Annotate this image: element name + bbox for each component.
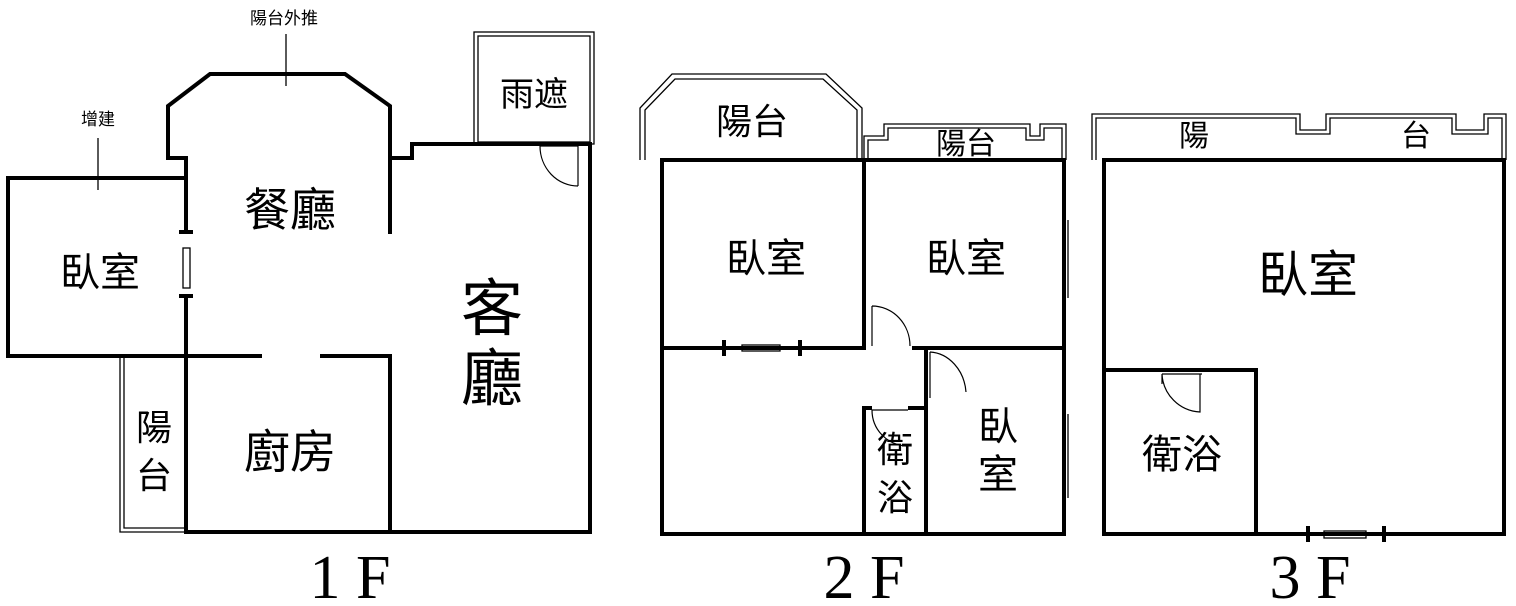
label-bedroom-2f-a: 臥室 [726, 236, 806, 282]
door-2f-bathroom [871, 409, 908, 447]
window-1f [182, 247, 191, 289]
label-bedroom-3f: 臥室 [1258, 246, 1358, 304]
floor-2-label: 2 F [824, 544, 905, 606]
bedroom-1f-wall [6, 176, 188, 358]
balcony-1f-outline [119, 358, 186, 533]
label-balcony-3f-2: 台 [1401, 119, 1431, 154]
balcony-2f-left-inner [644, 78, 858, 160]
label-rain-shelter: 雨遮 [500, 75, 568, 115]
label-living-room-2: 廳 [461, 342, 523, 415]
label-bedroom-2f-b: 臥室 [926, 236, 1006, 282]
balcony-3f-inner [1095, 117, 1503, 160]
label-dining-room: 餐廳 [244, 183, 336, 237]
balcony-2f-left-outline [639, 73, 863, 160]
door-3f-bathroom [1161, 373, 1202, 413]
door-2f-bedroom-c [929, 351, 967, 398]
label-bathroom-2f-2: 浴 [877, 478, 913, 519]
label-kitchen: 廚房 [244, 425, 336, 479]
label-bathroom-2f-1: 衛 [877, 430, 913, 471]
floor-1-plan: 陽台外推 增建 雨遮 餐廳 臥室 客 廳 廚房 陽 台 1 F [6, 9, 595, 606]
balcony-2f-right-inner [867, 127, 1063, 160]
balcony-1f-inner [123, 358, 186, 529]
door-1f-entry [539, 145, 579, 187]
label-bedroom-1f: 臥室 [60, 250, 140, 296]
label-living-room-1: 客 [461, 272, 523, 345]
window-2f-corridor [741, 344, 781, 352]
balcony-3f-outline [1091, 113, 1507, 160]
annotation-addition: 增建 [81, 110, 115, 130]
label-balcony-3f-1: 陽 [1179, 119, 1209, 154]
floor-3-outer-wall [1102, 158, 1506, 536]
floor-1-label: 1 F [310, 544, 391, 606]
balcony-2f-right-outline [863, 123, 1067, 160]
bathroom-3f-wall [1102, 368, 1258, 536]
annotation-balcony-extension: 陽台外推 [250, 9, 318, 29]
floor-1-outer-wall [166, 72, 592, 534]
label-bedroom-2f-c-2: 室 [978, 452, 1018, 498]
label-balcony-2f-left: 陽台 [716, 102, 788, 143]
label-balcony-2f-right: 陽台 [936, 127, 996, 162]
floor-3-plan: 陽 台 臥室 衛浴 3 F [1091, 113, 1507, 606]
window-3f-bottom [1323, 530, 1367, 539]
label-bedroom-2f-c-1: 臥 [978, 404, 1018, 450]
label-balcony-1f-2: 台 [136, 456, 172, 497]
floor-2-plan: 陽台 陽台 臥室 臥室 臥 室 衛 浴 2 F [639, 73, 1069, 606]
label-balcony-1f-1: 陽 [136, 408, 172, 449]
label-bathroom-3f: 衛浴 [1142, 432, 1222, 478]
door-2f-bedroom-b [871, 305, 911, 347]
floor-3-label: 3 F [1270, 544, 1351, 606]
